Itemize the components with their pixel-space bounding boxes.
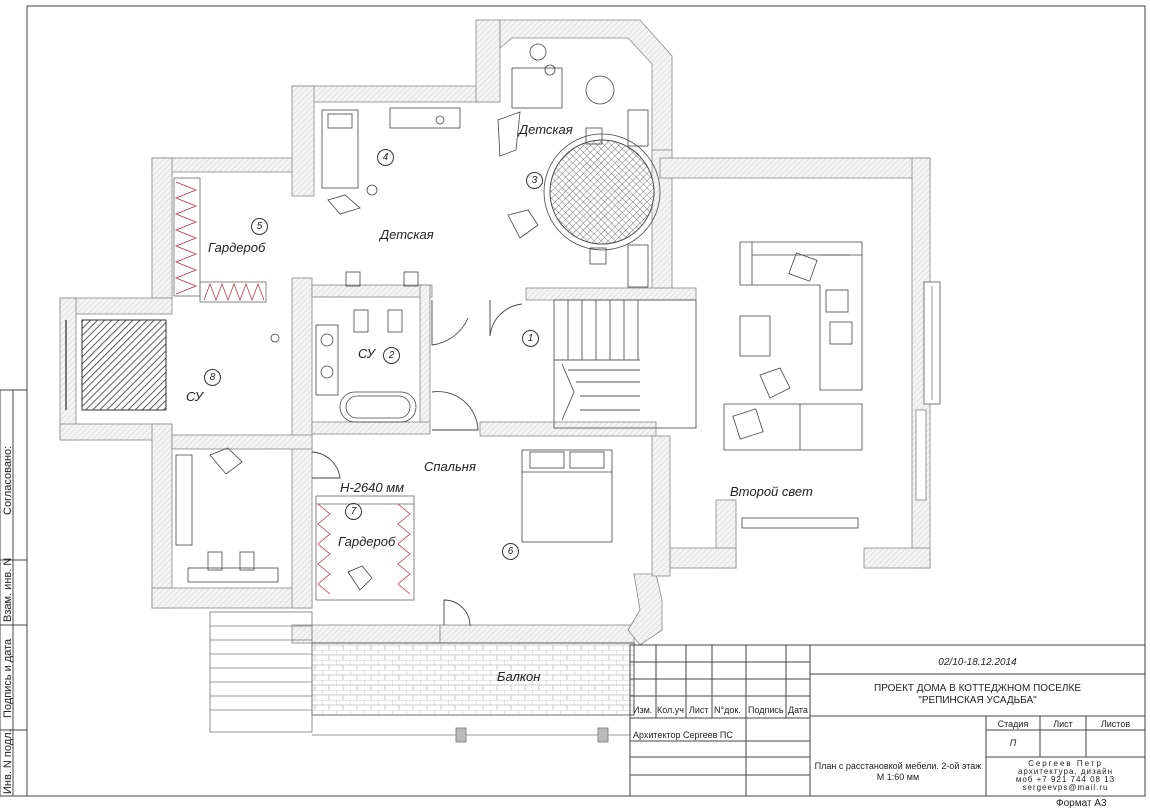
tb-project-line1: ПРОЕКТ ДОМА В КОТТЕДЖНОМ ПОСЕЛКЕ	[874, 683, 1081, 694]
room-name-balcony: Балкон	[497, 669, 541, 684]
tb-firm-line4: sergeevps@mail.ru	[1022, 783, 1109, 792]
tb-date: 02/10-18.12.2014	[938, 657, 1017, 668]
room-name-bath-2: СУ	[358, 346, 375, 361]
tb-firm-line2: архитектура, дизайн	[1017, 767, 1114, 776]
room-number-1: 1	[522, 330, 539, 347]
room-number-4: 4	[377, 149, 394, 166]
balcony-floor	[311, 642, 635, 716]
tb-header-kol: Кол.уч	[657, 705, 684, 715]
room-name-bedroom: Спальня	[424, 459, 476, 474]
tb-format: Формат А3	[1056, 798, 1107, 809]
room-name-bath-8: СУ	[186, 389, 203, 404]
stamp-inv-orig: Инв. N подл.	[2, 729, 14, 794]
tb-sheet-label: Лист	[1053, 719, 1073, 729]
doors	[311, 300, 523, 627]
tb-header-list: Лист	[689, 705, 709, 715]
wardrobe-zigzag	[175, 181, 411, 595]
tb-firm-line3: моб +7 921 744 08 13	[1015, 775, 1116, 784]
room-number-3: 3	[526, 172, 543, 189]
room-number-5: 5	[251, 218, 268, 235]
tb-architect: Архитектор Сергеев ПС	[633, 730, 733, 740]
furniture	[175, 43, 863, 591]
terrace-steps	[209, 611, 630, 743]
stamp-agreed: Согласовано:	[2, 445, 14, 515]
room-name-kids-3: Детская	[519, 122, 573, 137]
side-stamp-frame	[0, 389, 28, 797]
title-block-grid	[629, 644, 1146, 797]
room-name-wardrobe-5: Гардероб	[208, 240, 266, 255]
walls	[59, 19, 931, 646]
tb-drawing-line1: План с расстановкой мебели. 2-ой этаж	[814, 761, 982, 771]
tb-drawing-line2: М 1:60 мм	[876, 772, 920, 782]
tb-header-doc: N°док.	[714, 705, 741, 715]
room-name-second-light: Второй свет	[730, 484, 813, 499]
tb-sheets-label: Листов	[1100, 719, 1131, 729]
tb-stage-value: П	[1009, 738, 1017, 748]
room-number-6: 6	[502, 543, 519, 560]
tb-firm-line1: Сергеев Петр	[1028, 759, 1103, 768]
tb-header-izm: Изм.	[633, 705, 653, 715]
stamp-sign-date: Подпись и дата	[2, 638, 14, 718]
stamp-swap-inv: Взам. инв. N	[2, 557, 14, 622]
room-name-kids-4: Детская	[380, 227, 434, 242]
room-number-2: 2	[383, 347, 400, 364]
bathroom-floor-tile	[81, 319, 167, 411]
room-number-8: 8	[204, 369, 221, 386]
ceiling-height-label: Н-2640 мм	[340, 480, 405, 495]
tb-header-date: Дата	[788, 705, 808, 715]
room-name-wardrobe-7: Гардероб	[338, 534, 396, 549]
tb-stage-label: Стадия	[997, 719, 1029, 729]
staircase	[553, 299, 697, 429]
room-number-7: 7	[345, 503, 362, 520]
tb-header-sign: Подпись	[748, 705, 784, 715]
tb-project-line2: "РЕПИНСКАЯ УСАДЬБА"	[918, 695, 1037, 706]
